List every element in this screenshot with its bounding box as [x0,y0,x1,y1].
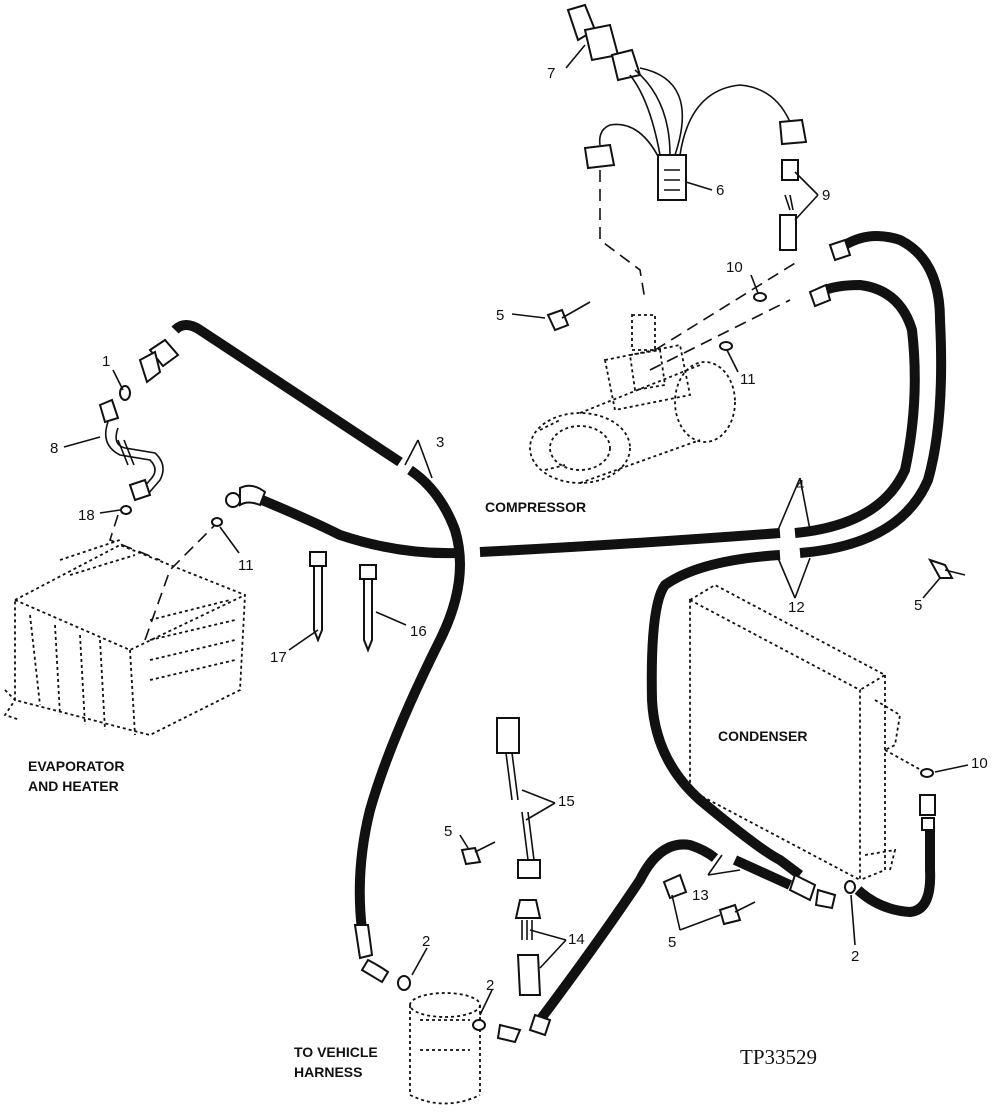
callout-17: 17 [270,649,287,666]
pressure-switch-wiring [496,717,542,996]
condenser-label: CONDENSER [718,728,807,744]
callout-11a: 11 [740,371,756,388]
callout-14: 14 [568,931,585,948]
callout-3: 3 [436,434,444,451]
hose-4 [260,280,920,559]
clamps [460,301,966,926]
hose-13 [535,825,936,1023]
callout-10b: 10 [971,755,988,772]
sensor-line-8 [98,385,223,641]
o-rings [397,292,934,1031]
evaporator-heater-unit [3,539,246,736]
receiver-drier [409,992,481,1105]
callout-15: 15 [558,793,575,810]
callout-10a: 10 [726,259,743,276]
hose-fittings [138,238,936,1044]
component-labels: COMPRESSOR CONDENSER EVAPORATOR AND HEAT… [28,499,817,1080]
callout-5b: 5 [914,597,922,614]
callout-12: 12 [788,599,805,616]
callout-4: 4 [796,477,804,494]
evaporator-label-line1: EVAPORATOR [28,758,124,774]
callout-5a: 5 [496,307,504,324]
wiring-harness [566,3,808,371]
callout-9: 9 [822,187,830,204]
callout-11b: 11 [238,557,254,574]
vehicle-harness-label-line1: TO VEHICLE [294,1044,378,1060]
compressor-label: COMPRESSOR [485,499,586,515]
callout-18: 18 [78,507,95,524]
callout-2c: 2 [851,948,859,965]
callout-8: 8 [50,440,58,457]
cable-ties [309,551,377,653]
callout-1: 1 [102,353,110,370]
callout-5d: 5 [668,934,676,951]
vehicle-harness-label-line2: HARNESS [294,1064,362,1080]
callout-13: 13 [692,887,709,904]
hose-12 [646,231,947,879]
callout-7: 7 [547,65,555,82]
callout-2a: 2 [422,933,430,950]
callout-2b: 2 [486,977,494,994]
compressor-unit [529,314,736,484]
leader-lines [63,44,969,1016]
evaporator-label-line2: AND HEATER [28,778,119,794]
callout-6: 6 [716,182,724,199]
callout-5c: 5 [444,823,452,840]
callout-numbers: 1 8 18 3 4 12 5 7 6 9 10 11 11 16 17 5 1… [50,65,988,994]
hose-3 [171,320,465,931]
figure-code: TP33529 [740,1045,817,1069]
callout-16: 16 [410,623,427,640]
